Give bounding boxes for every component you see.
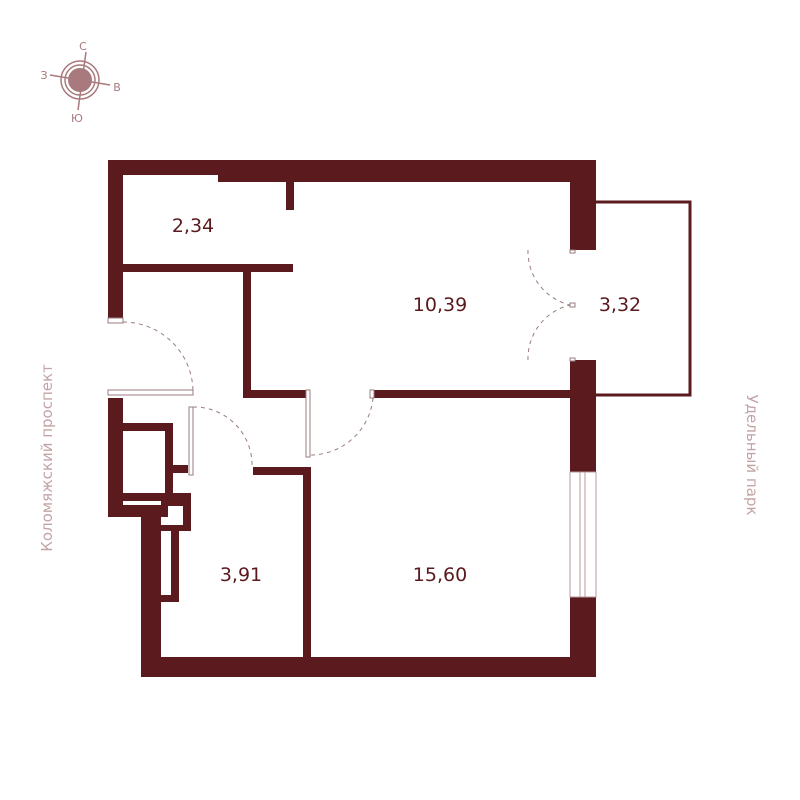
door-leaves bbox=[107, 249, 576, 476]
room-area-kitchen: 10,39 bbox=[413, 294, 467, 316]
room-area-bathroom: 2,34 bbox=[172, 215, 214, 237]
compass-west: З bbox=[40, 69, 47, 82]
street-label-right: Удельный парк bbox=[743, 395, 761, 516]
room-area-balcony: 3,32 bbox=[599, 294, 641, 316]
walls bbox=[108, 160, 596, 677]
door-arcs bbox=[122, 249, 571, 468]
compass-icon: С Ю З В bbox=[40, 40, 120, 125]
window bbox=[569, 471, 597, 598]
room-area-hall-bath: 3,91 bbox=[220, 564, 262, 586]
compass-south: Ю bbox=[71, 112, 83, 125]
compass-north: С bbox=[79, 40, 87, 53]
balcony-outline bbox=[596, 200, 692, 397]
compass-east: В bbox=[113, 81, 121, 94]
street-label-left: Коломяжский проспект bbox=[38, 364, 56, 552]
room-area-bedroom: 15,60 bbox=[413, 564, 467, 586]
